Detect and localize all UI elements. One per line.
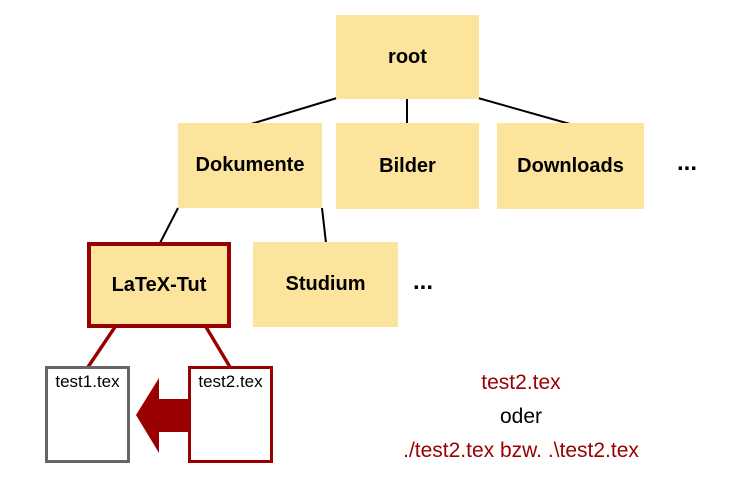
node-root: root: [336, 15, 479, 99]
file-test2-label: test2.tex: [198, 372, 263, 391]
edge-dokumente-latex-tut: [159, 207, 179, 244]
node-latex-tut-label: LaTeX-Tut: [111, 273, 207, 296]
node-downloads-label: Downloads: [517, 154, 624, 177]
more-children-ellipsis: ...: [676, 149, 697, 176]
edge-dokumente-studium: [321, 207, 327, 244]
node-dokumente-label: Dokumente: [195, 154, 305, 176]
edge-root-downloads: [477, 97, 571, 125]
left-arrow-icon: [136, 378, 188, 453]
file-test2: test2.tex: [188, 366, 273, 463]
annotation-line-1: test2.tex: [481, 371, 561, 394]
annotation-block: test2.tex oder ./test2.tex bzw. .\test2.…: [380, 366, 662, 468]
edge-latex-tut-test2: [204, 326, 232, 368]
node-downloads: Downloads: [497, 123, 644, 209]
node-latex-tut: LaTeX-Tut: [87, 242, 231, 328]
node-studium: Studium: [253, 242, 398, 327]
file-test1: test1.tex: [45, 366, 130, 463]
annotation-line-3: ./test2.tex bzw. .\test2.tex: [403, 439, 639, 462]
node-bilder-label: Bilder: [379, 154, 436, 177]
node-dokumente: Dokumente: [178, 123, 322, 208]
annotation-line-2: oder: [499, 405, 543, 428]
node-bilder: Bilder: [336, 123, 479, 209]
edge-root-dokumente: [250, 97, 338, 125]
node-root-label: root: [388, 45, 427, 68]
edge-latex-tut-test1: [86, 326, 117, 368]
more-dokumente-children-ellipsis: ...: [412, 267, 433, 295]
node-studium-label: Studium: [285, 273, 366, 295]
file-test1-label: test1.tex: [55, 372, 120, 391]
